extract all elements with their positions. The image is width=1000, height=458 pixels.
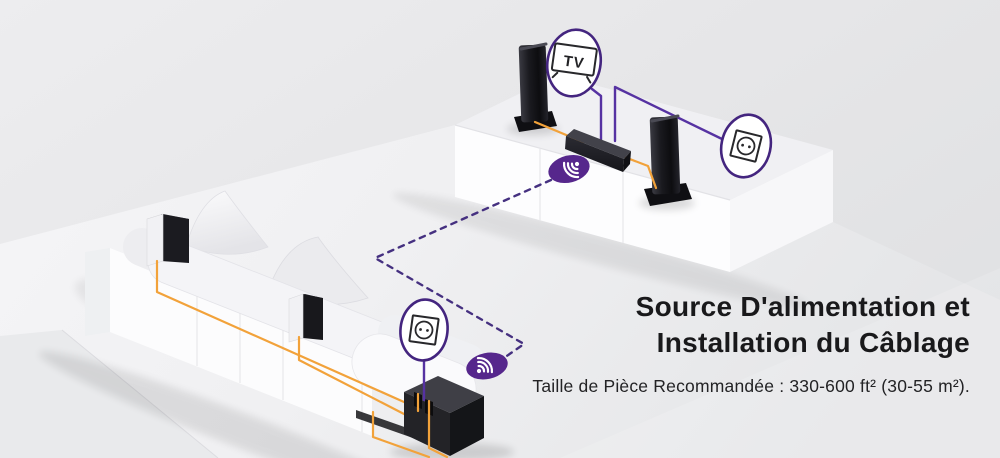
console-side-face — [730, 150, 833, 272]
soundbar — [565, 129, 631, 172]
tv-bubble: TV — [545, 28, 603, 98]
speaker-body — [303, 294, 323, 340]
speaker-wire — [427, 399, 449, 458]
outlet-to-soundbar-line — [613, 85, 724, 143]
wifi-icon-soundbar — [548, 154, 590, 184]
room-size-note: Taille de Pièce Recommandée : 330-600 ft… — [532, 376, 970, 396]
soundbar-front — [565, 136, 624, 172]
speaker-wire — [155, 259, 406, 404]
speaker-grille — [146, 213, 164, 267]
power-outlet-icon — [408, 314, 440, 346]
couch-back — [110, 248, 372, 436]
subwoofer-side — [450, 396, 484, 456]
page-title-line1: Source D'alimentation et — [635, 291, 970, 322]
tv-to-soundbar-line — [590, 87, 603, 143]
surround-speaker-right — [288, 293, 323, 343]
soundbar-top — [566, 129, 631, 159]
wifi-icon — [562, 161, 580, 179]
page-title-line2: Installation du Câblage — [656, 327, 970, 358]
speaker-wire — [297, 335, 406, 416]
power-outlet-icon — [729, 129, 763, 163]
floor-highlight — [560, 268, 1000, 458]
couch-end-cap — [85, 248, 110, 336]
pillow — [185, 190, 269, 255]
svg-text:TV: TV — [562, 53, 585, 73]
connection-lines — [590, 85, 724, 143]
tv-icon: TV — [550, 42, 598, 84]
power-outlet-bubble-console — [719, 113, 773, 179]
console-front-face — [455, 125, 730, 272]
copy-block: Source D'alimentation et Installation du… — [532, 289, 970, 397]
wireless-link-dashed-line — [373, 178, 553, 362]
surround-speaker-wires — [155, 259, 406, 416]
couch-back-seams — [196, 282, 363, 432]
subwoofer-front — [404, 392, 450, 456]
soundbar-end — [623, 151, 631, 172]
speaker-body — [161, 214, 189, 263]
wifi-icon-subwoofer — [466, 352, 508, 380]
power-outlet-bubble-couch — [399, 298, 449, 362]
speaker-wire — [620, 154, 658, 190]
speaker-wire — [371, 410, 431, 458]
wifi-icon — [476, 356, 494, 374]
speaker-top-edge — [650, 114, 680, 123]
subwoofer-wire-hooks — [371, 392, 449, 458]
speaker-column — [518, 44, 549, 123]
surround-speaker-left — [146, 213, 189, 267]
speaker-column — [649, 116, 681, 195]
speaker-top-edge — [519, 42, 548, 51]
speaker-grille — [288, 293, 304, 343]
